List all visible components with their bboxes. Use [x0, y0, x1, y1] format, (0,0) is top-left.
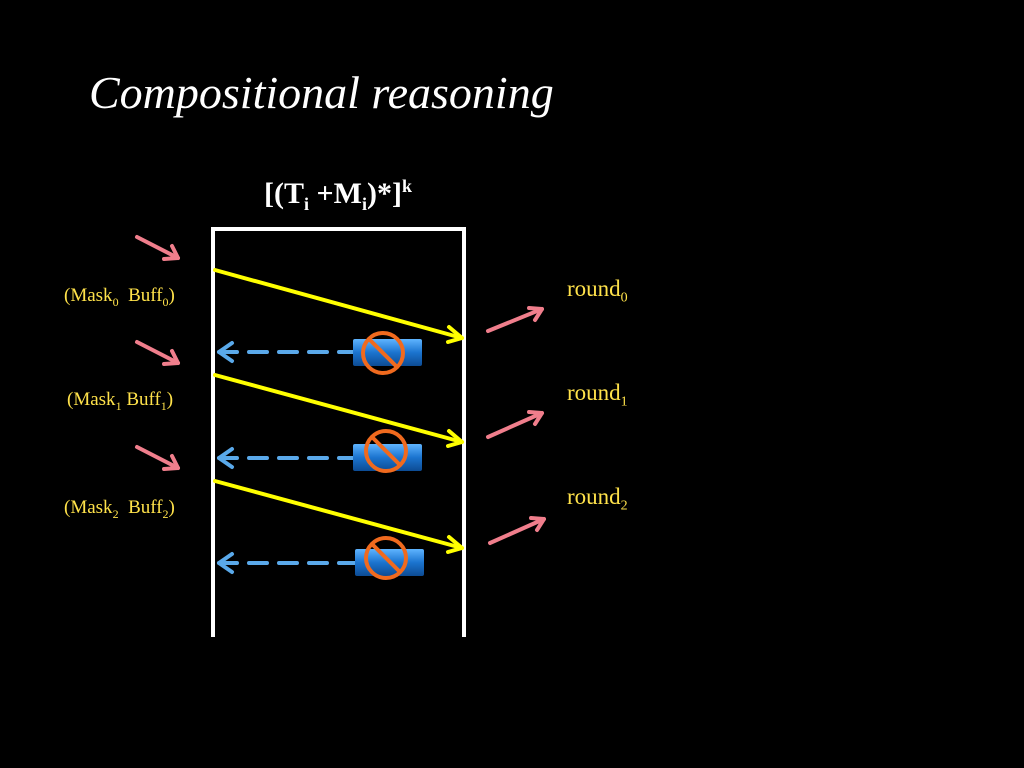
input-arrow-2: [135, 445, 180, 471]
round-text: round: [567, 484, 621, 509]
formula-sub-i-2: i: [361, 194, 367, 214]
formula: [(Ti +Mi)*]k: [264, 176, 412, 215]
mask-sub: 0: [112, 294, 119, 309]
input-arrow-1: [135, 340, 180, 366]
mask-text: (Mask: [67, 389, 116, 410]
slide-title: Compositional reasoning: [89, 67, 554, 118]
buff-sub: 2: [162, 506, 169, 521]
feedback-arrow-2: [217, 552, 358, 574]
round-label-0: round0: [567, 276, 628, 307]
mask-label-1: (Mask1 Buff1): [67, 389, 173, 414]
round-sub: 1: [620, 394, 628, 410]
mask-close: ): [166, 389, 174, 410]
round-label-2: round2: [567, 484, 628, 515]
round-text: round: [567, 380, 621, 405]
buff-text: Buff: [128, 285, 163, 306]
formula-open: [(T: [264, 177, 304, 210]
formula-sub-i: i: [304, 194, 310, 214]
formula-sup-k: k: [401, 176, 412, 196]
feedback-arrow-1: [217, 447, 358, 469]
mask-text: (Mask: [64, 497, 113, 518]
round-text: round: [567, 276, 621, 301]
no-sign-icon: [361, 331, 405, 375]
mask-close: ): [168, 285, 175, 306]
component-box: [211, 227, 466, 637]
output-arrow-0: [486, 306, 544, 333]
round-sub: 0: [620, 290, 628, 306]
formula-plus-m: +M: [309, 177, 362, 210]
formula-close: )*]: [366, 177, 402, 210]
output-arrow-1: [486, 410, 544, 439]
mask-text: (Mask: [64, 285, 113, 306]
no-sign-icon: [364, 536, 408, 580]
transition-arrow-0: [213, 268, 464, 344]
transition-arrow-1: [213, 373, 464, 448]
transition-arrow-2: [213, 479, 464, 554]
input-arrow-0: [135, 235, 180, 261]
mask-label-2: (Mask2 Buff2): [64, 497, 175, 522]
output-arrow-2: [488, 516, 546, 545]
mask-sub: 1: [115, 398, 122, 413]
round-sub: 2: [620, 498, 628, 514]
buff-text: Buff: [128, 497, 163, 518]
blocker-1: [353, 444, 422, 471]
buff-text: Buff: [126, 389, 161, 410]
buff-sub: 0: [162, 294, 169, 309]
round-label-1: round1: [567, 380, 628, 411]
no-sign-icon: [364, 429, 408, 473]
blocker-0: [353, 339, 422, 366]
mask-label-0: (Mask0 Buff0): [64, 285, 175, 310]
mask-close: ): [168, 497, 175, 518]
buff-sub: 1: [160, 398, 167, 413]
feedback-arrow-0: [217, 341, 358, 363]
mask-sub: 2: [112, 506, 119, 521]
